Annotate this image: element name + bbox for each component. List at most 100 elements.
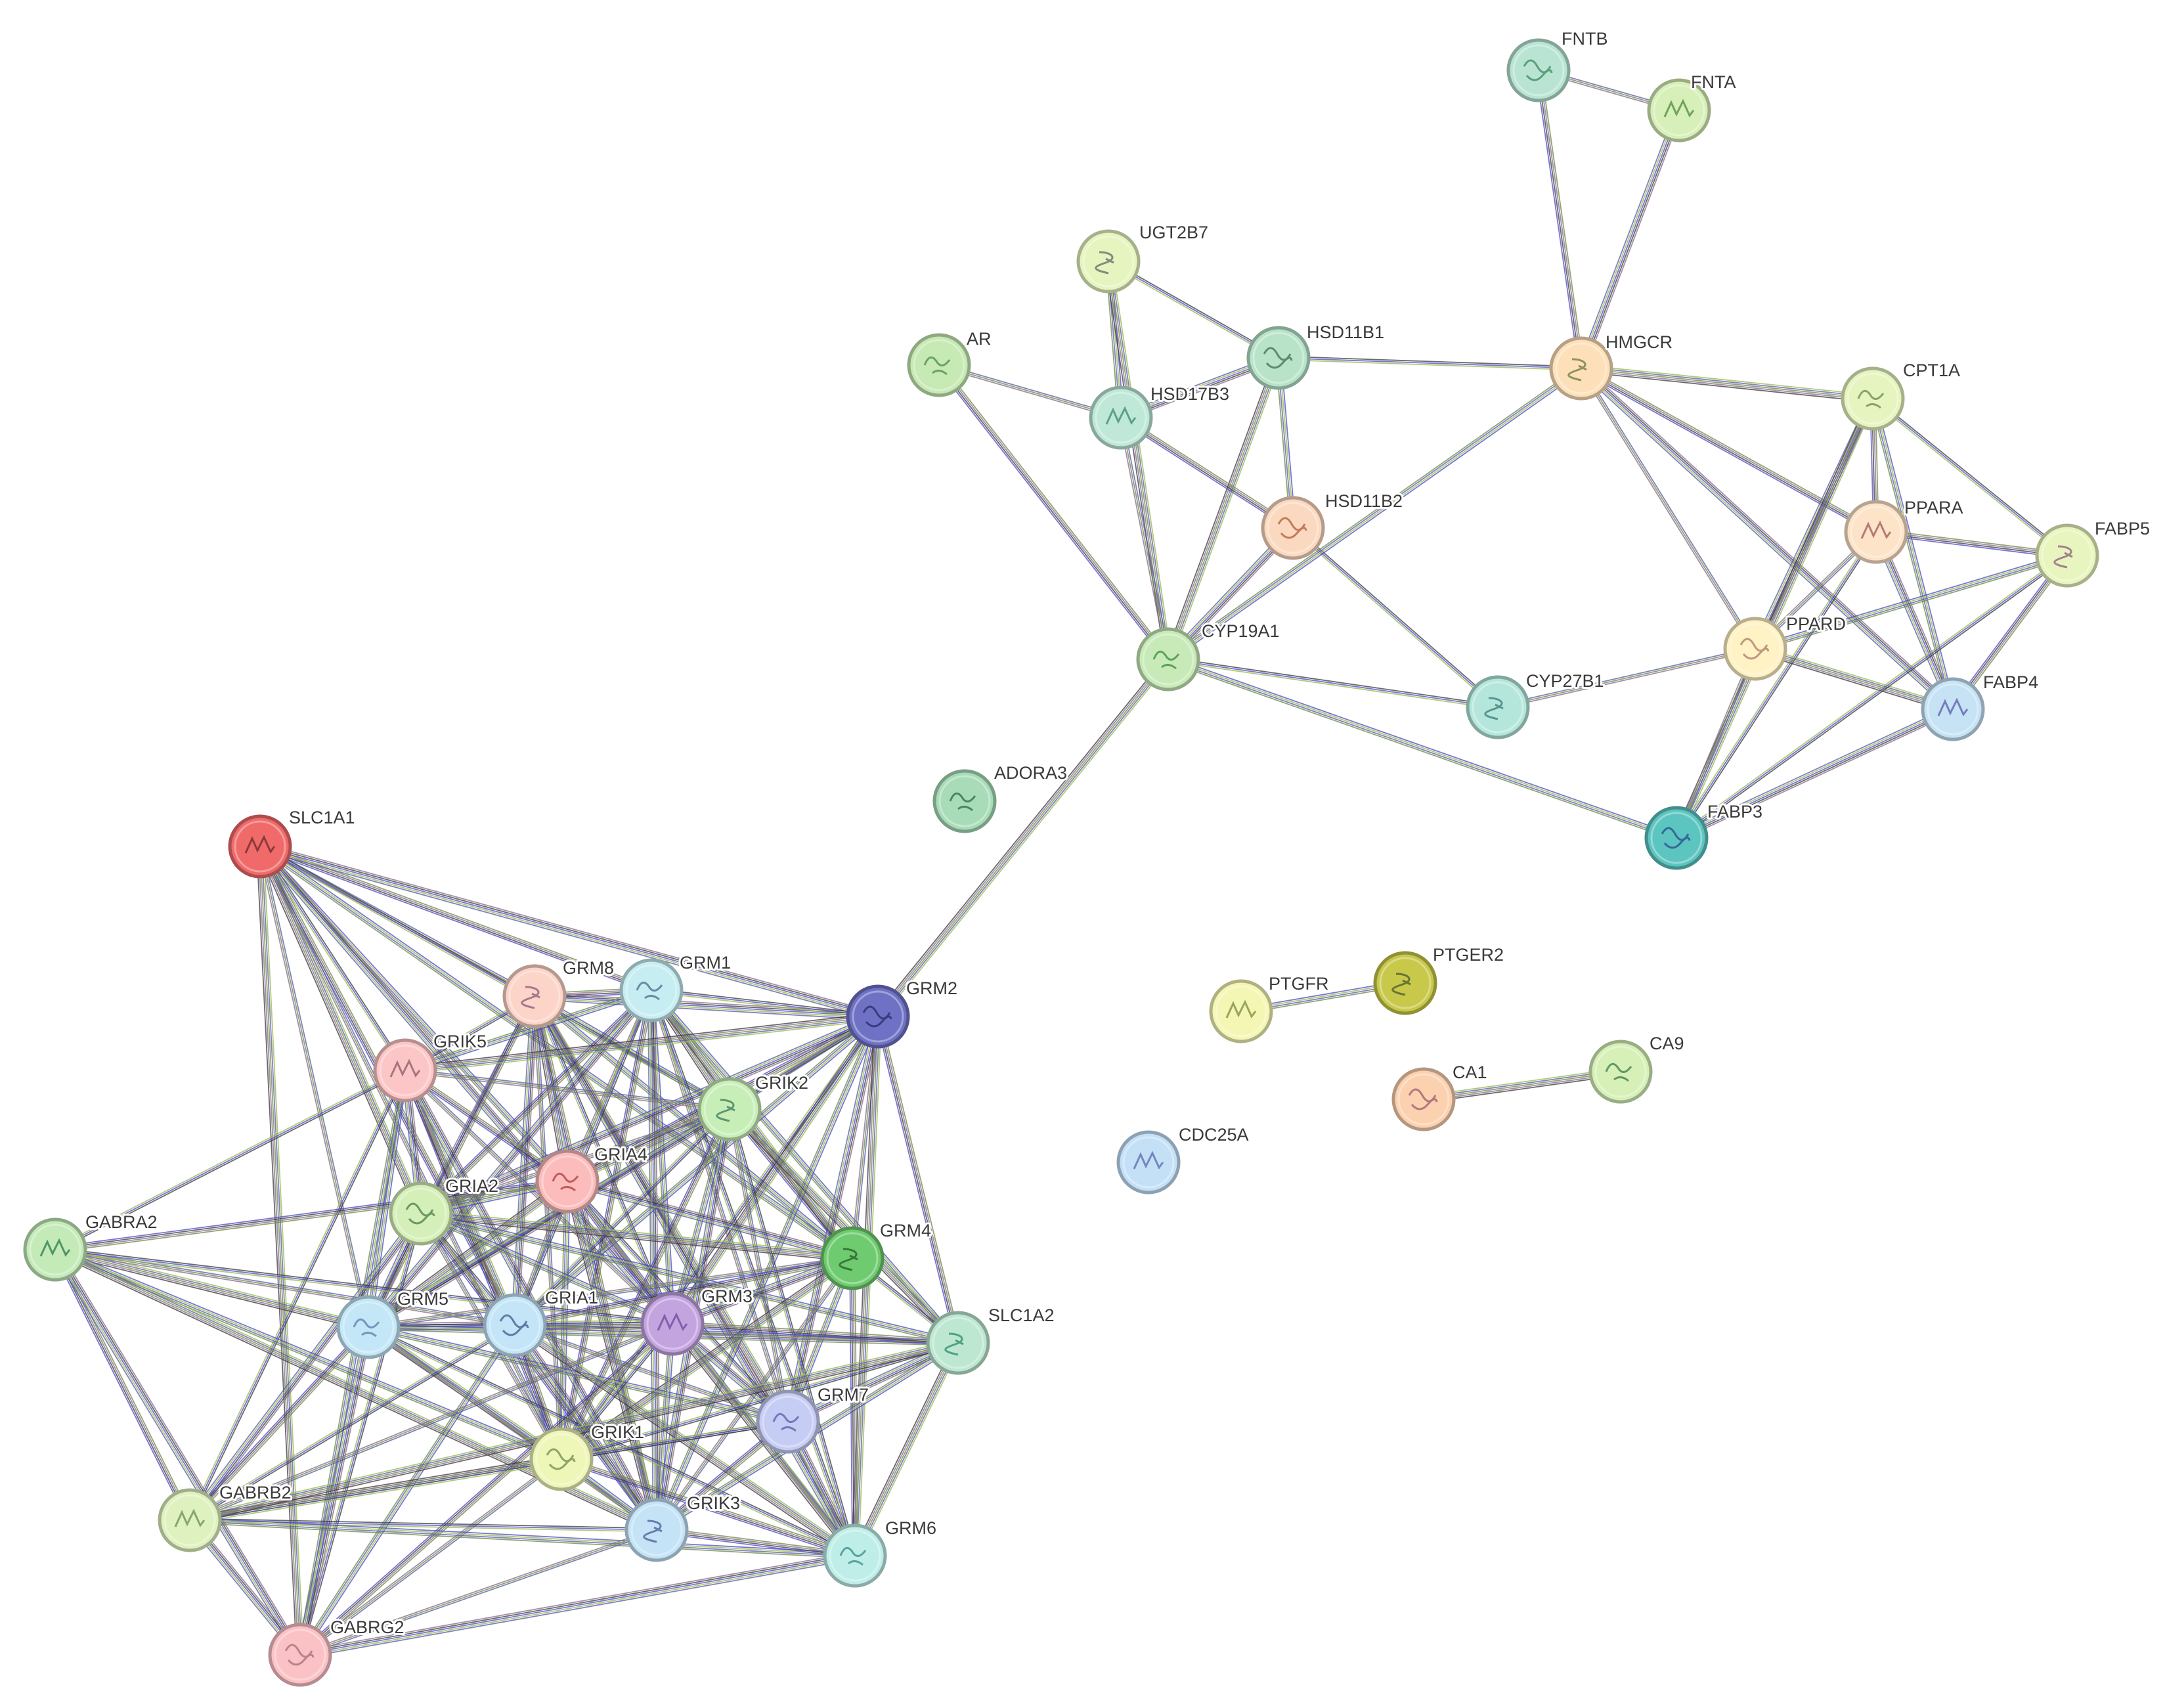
node-highlight-ring	[395, 1187, 447, 1240]
edge-strand	[517, 996, 539, 1326]
edge-strand	[658, 1324, 676, 1531]
node-grik5[interactable]	[373, 1038, 437, 1103]
edge-strand	[1871, 399, 1953, 710]
edge-PPARA-FABP4	[1872, 530, 1957, 711]
edge-strand	[259, 848, 651, 994]
node-grm4[interactable]	[820, 1226, 885, 1290]
node-label-grik5: GRIK5	[433, 1032, 487, 1051]
node-circle[interactable]	[268, 1623, 332, 1687]
node-ar[interactable]	[907, 333, 971, 397]
node-label-grm8: GRM8	[563, 958, 614, 978]
node-hmgcr[interactable]	[1549, 336, 1613, 401]
node-slc1a2[interactable]	[926, 1311, 990, 1375]
node-circle[interactable]	[483, 1293, 547, 1357]
node-grik3[interactable]	[624, 1498, 689, 1562]
node-highlight-ring	[342, 1301, 395, 1353]
node-gabrb2[interactable]	[158, 1488, 222, 1552]
edge-strand	[367, 1328, 788, 1425]
node-fabp4[interactable]	[1921, 677, 1985, 741]
edge-CPT1A-PPARD	[1751, 397, 1877, 651]
node-grm7[interactable]	[756, 1390, 820, 1454]
edge-strand	[1953, 556, 2068, 711]
node-cdc25a[interactable]	[1116, 1130, 1181, 1194]
node-fabp3[interactable]	[1644, 806, 1709, 870]
node-cyp19a1[interactable]	[1136, 627, 1200, 691]
node-grm8[interactable]	[502, 964, 567, 1028]
node-ptger2[interactable]	[1373, 951, 1437, 1015]
node-grik2[interactable]	[697, 1077, 762, 1141]
edge-strand	[1756, 645, 1954, 707]
node-gabrg2[interactable]	[268, 1623, 332, 1687]
edge-strand	[55, 1250, 368, 1330]
edge-HMGCR-CPT1A	[1581, 364, 1873, 403]
node-ppard[interactable]	[1723, 617, 1787, 681]
node-fabp5[interactable]	[2035, 523, 2099, 588]
node-gria4[interactable]	[535, 1149, 600, 1214]
edge-strand	[187, 1069, 405, 1520]
edge-GRIK5-GABRG2	[297, 1070, 408, 1655]
node-circle[interactable]	[1246, 326, 1311, 390]
node-hsd11b2[interactable]	[1261, 496, 1325, 560]
edge-GRIK5-GRIA4	[403, 1068, 569, 1184]
node-highlight-ring	[1847, 372, 1899, 425]
edge-strand	[1674, 531, 1875, 838]
node-grm1[interactable]	[619, 958, 684, 1022]
node-circle[interactable]	[389, 1181, 453, 1246]
edge-strand	[1871, 399, 2067, 558]
node-grik1[interactable]	[529, 1427, 594, 1491]
node-grm5[interactable]	[336, 1295, 401, 1359]
node-gria2[interactable]	[389, 1181, 453, 1246]
edge-strand	[1678, 399, 1877, 840]
node-label-grik3: GRIK3	[687, 1493, 740, 1513]
edge-strand	[405, 1070, 730, 1110]
node-circle[interactable]	[1261, 496, 1325, 560]
node-fnta[interactable]	[1647, 78, 1711, 142]
node-ca9[interactable]	[1588, 1040, 1653, 1104]
edge-strand	[54, 1252, 368, 1331]
node-grm6[interactable]	[823, 1523, 887, 1588]
edge-GRM1-GRIK5	[404, 987, 653, 1074]
edge-strand	[1872, 533, 1951, 711]
node-grm2[interactable]	[846, 984, 910, 1049]
edge-strand	[259, 846, 406, 1071]
node-highlight-ring	[1650, 812, 1703, 864]
node-grm3[interactable]	[640, 1292, 705, 1356]
edge-strand	[1677, 711, 1955, 842]
node-gabra2[interactable]	[23, 1217, 87, 1282]
edge-strand	[560, 1108, 730, 1459]
node-ugt2b7[interactable]	[1076, 229, 1141, 294]
node-circle[interactable]	[1391, 1067, 1456, 1131]
node-hsd11b1[interactable]	[1246, 326, 1311, 390]
node-cyp27b1[interactable]	[1466, 675, 1530, 739]
node-ptgfr[interactable]	[1209, 979, 1273, 1043]
node-gria1[interactable]	[483, 1293, 547, 1357]
edge-strand	[368, 1108, 730, 1328]
edge-strand	[1581, 371, 1873, 403]
node-ca1[interactable]	[1391, 1067, 1456, 1131]
edge-strand	[300, 1325, 516, 1656]
node-slc1a1[interactable]	[228, 814, 292, 879]
node-ppara[interactable]	[1844, 500, 1908, 564]
node-hsd17b3[interactable]	[1089, 385, 1153, 450]
node-circle[interactable]	[846, 984, 910, 1049]
node-circle[interactable]	[1723, 617, 1787, 681]
node-highlight-ring	[1397, 1073, 1450, 1126]
node-label-grm2: GRM2	[906, 978, 957, 998]
edge-strand	[1579, 370, 1875, 535]
node-label-hmgcr: HMGCR	[1606, 332, 1673, 352]
edge-strand	[1498, 649, 1756, 710]
node-label-cdc25a: CDC25A	[1179, 1125, 1249, 1145]
edge-strand	[1168, 659, 1498, 708]
node-adora3[interactable]	[932, 769, 997, 833]
edge-strand	[1753, 397, 1872, 649]
edge-GRM1-GRM2	[651, 988, 879, 1019]
edge-strand	[561, 1342, 959, 1460]
node-circle[interactable]	[1644, 806, 1709, 870]
node-fntb[interactable]	[1506, 38, 1571, 102]
node-circle[interactable]	[529, 1427, 594, 1491]
node-label-gabra2: GABRA2	[85, 1212, 158, 1232]
node-circle[interactable]	[1506, 38, 1571, 102]
edge-strand	[255, 846, 297, 1655]
node-cpt1a[interactable]	[1841, 366, 1905, 431]
edge-strand	[422, 1018, 880, 1217]
